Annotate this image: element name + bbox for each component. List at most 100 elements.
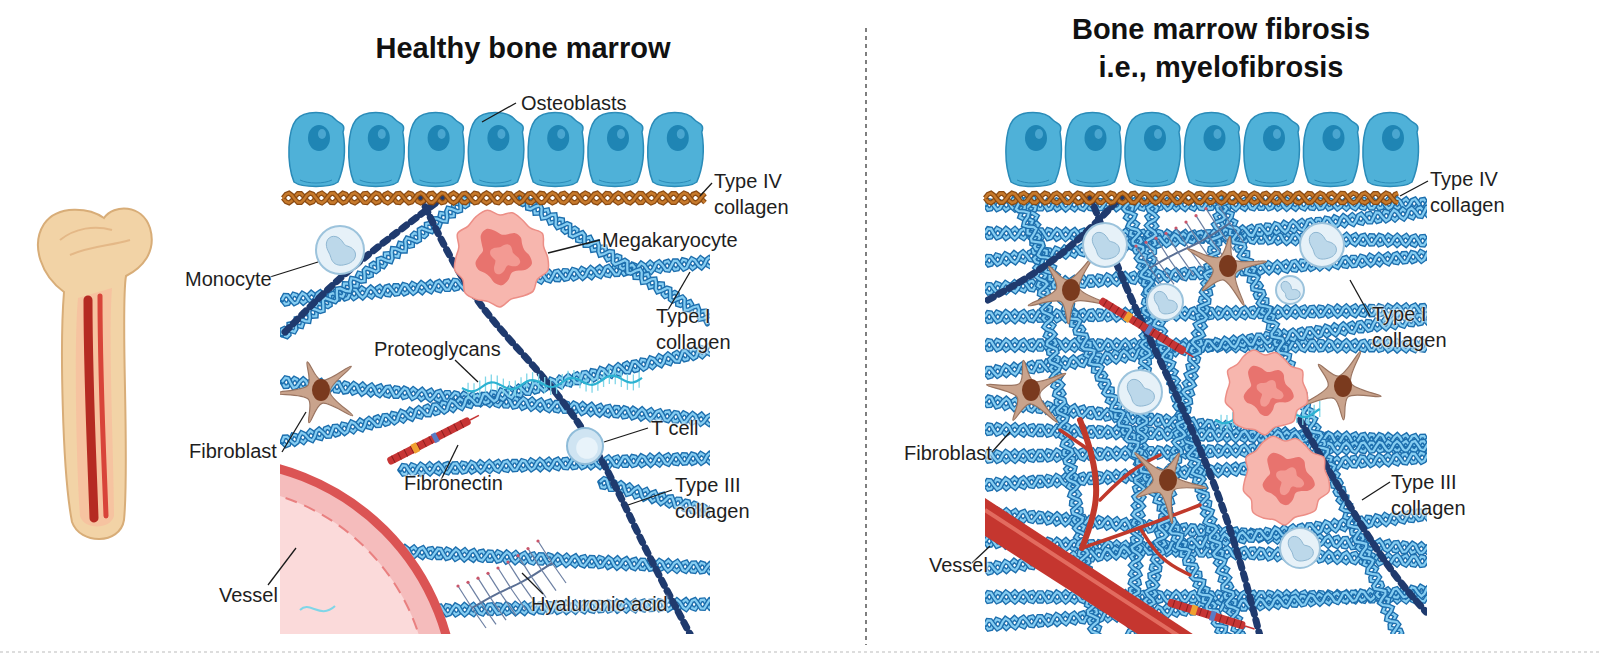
collagen-strand (520, 196, 710, 320)
hyaluronan-dot (476, 577, 479, 580)
femur-bone (38, 209, 152, 540)
cell-nucleus (1288, 536, 1313, 561)
nucleus-lobes (1257, 380, 1284, 407)
cell-body (280, 362, 353, 423)
rod-stripe (460, 421, 464, 428)
cell-body (454, 210, 548, 307)
hyaluronan-dot (1184, 220, 1187, 223)
part-label: Fibroblast (189, 438, 277, 464)
basement-collagen (985, 193, 1398, 203)
nucleus-highlight (617, 129, 625, 139)
osteoblast-cell (349, 113, 404, 187)
hyaluronan-branch (1166, 233, 1180, 255)
cell-edge (360, 180, 392, 183)
cell-nucleus (487, 125, 509, 151)
osteoblast-cell (1125, 113, 1180, 187)
rod-stripe (392, 456, 396, 463)
cell-nucleus (428, 125, 450, 151)
rod-band (1123, 311, 1133, 323)
part-label: Type IV collagen (714, 168, 814, 220)
rod-stripe (1173, 600, 1175, 608)
rod-stripe (423, 440, 427, 447)
cell-nucleus (1281, 281, 1300, 299)
fibroblast-cell (1135, 453, 1207, 524)
cell-nucleus (607, 125, 629, 151)
cell-edge (1196, 180, 1228, 183)
cell-nucleus (1263, 453, 1315, 505)
rod-stripe (1186, 604, 1188, 612)
nucleus-highlight (1095, 129, 1103, 139)
rod-stripe (1133, 318, 1137, 325)
basement-collagen (985, 193, 1398, 203)
cell-body (1065, 113, 1120, 187)
cell-body (316, 226, 364, 274)
osteoblast-cell (409, 113, 464, 187)
part-label: Type III collagen (675, 472, 775, 524)
cell-nucleus (312, 379, 330, 401)
monocyte-cell (316, 226, 364, 274)
rod-band (1144, 324, 1153, 335)
bead-chain (988, 196, 1122, 300)
fibroblast-cell (1302, 351, 1381, 419)
cell-body (1363, 113, 1418, 187)
monocyte-cell (1276, 276, 1304, 304)
fibronectin-rod (1167, 597, 1257, 634)
hyaluronan-branch (508, 562, 522, 584)
hyaluronan-branch (502, 595, 516, 615)
nucleus-highlight (677, 129, 685, 139)
marrow-vessel (100, 296, 106, 516)
hyaluronan-branch (492, 600, 506, 620)
hyaluronan-branch (1206, 209, 1220, 231)
cell-body (1028, 258, 1108, 324)
hyaluronan-dot (456, 584, 459, 587)
osteoblast-cell (1065, 113, 1120, 187)
cell-nucleus (1025, 125, 1047, 151)
leader-line (668, 272, 690, 310)
hyaluronan-branch (1136, 246, 1150, 268)
osteoblast-cell (1006, 113, 1061, 187)
megakaryocyte-cell (1225, 350, 1308, 435)
cell-body (1303, 113, 1358, 187)
marrow-vessel (88, 300, 94, 518)
cell-body (289, 113, 344, 187)
rod-band (1209, 610, 1217, 621)
part-label: Vessel (219, 582, 278, 608)
fibroblast-cell (280, 362, 353, 423)
cell-nucleus (547, 125, 569, 151)
hyaluronan-branch (512, 590, 526, 610)
nucleus-highlight (1214, 129, 1222, 139)
cell-edge (599, 180, 631, 183)
cell-body (1243, 436, 1329, 525)
leader-line (1362, 482, 1390, 500)
hyaluronan-branch (488, 573, 502, 595)
leader-line (1350, 280, 1370, 316)
leader-line (268, 548, 296, 585)
hyaluronan-dot (506, 560, 509, 563)
collagen-strand (282, 198, 473, 335)
osteoblast-cell (648, 113, 703, 187)
rod-stripe (1109, 303, 1113, 310)
rod-stripe (1121, 311, 1125, 318)
hyaluronan-dot (466, 581, 469, 584)
nucleus-lobes (1276, 467, 1304, 495)
cell-body (1006, 113, 1061, 187)
bottom-rule (0, 652, 1600, 653)
collagen-strand (400, 453, 710, 474)
chain-core (285, 196, 445, 332)
rod-stripe (1199, 608, 1201, 616)
megakaryocyte-cell (454, 210, 548, 307)
collagen-strand (400, 453, 710, 474)
nucleus-highlight (1333, 129, 1341, 139)
rod-body (386, 416, 472, 465)
fibronectin-rod (1097, 296, 1196, 362)
cell-edge (539, 180, 571, 183)
panel-divider (865, 28, 867, 645)
nucleus-highlight (318, 129, 326, 139)
bead-chain (420, 196, 690, 634)
rod-stripe (1175, 344, 1179, 351)
cell-body (1225, 350, 1308, 435)
cell-nucleus (667, 125, 689, 151)
part-label: Megakaryocyte (602, 227, 738, 253)
panel-heading: Bone marrow fibrosis i.e., myelofibrosis (1056, 10, 1386, 86)
